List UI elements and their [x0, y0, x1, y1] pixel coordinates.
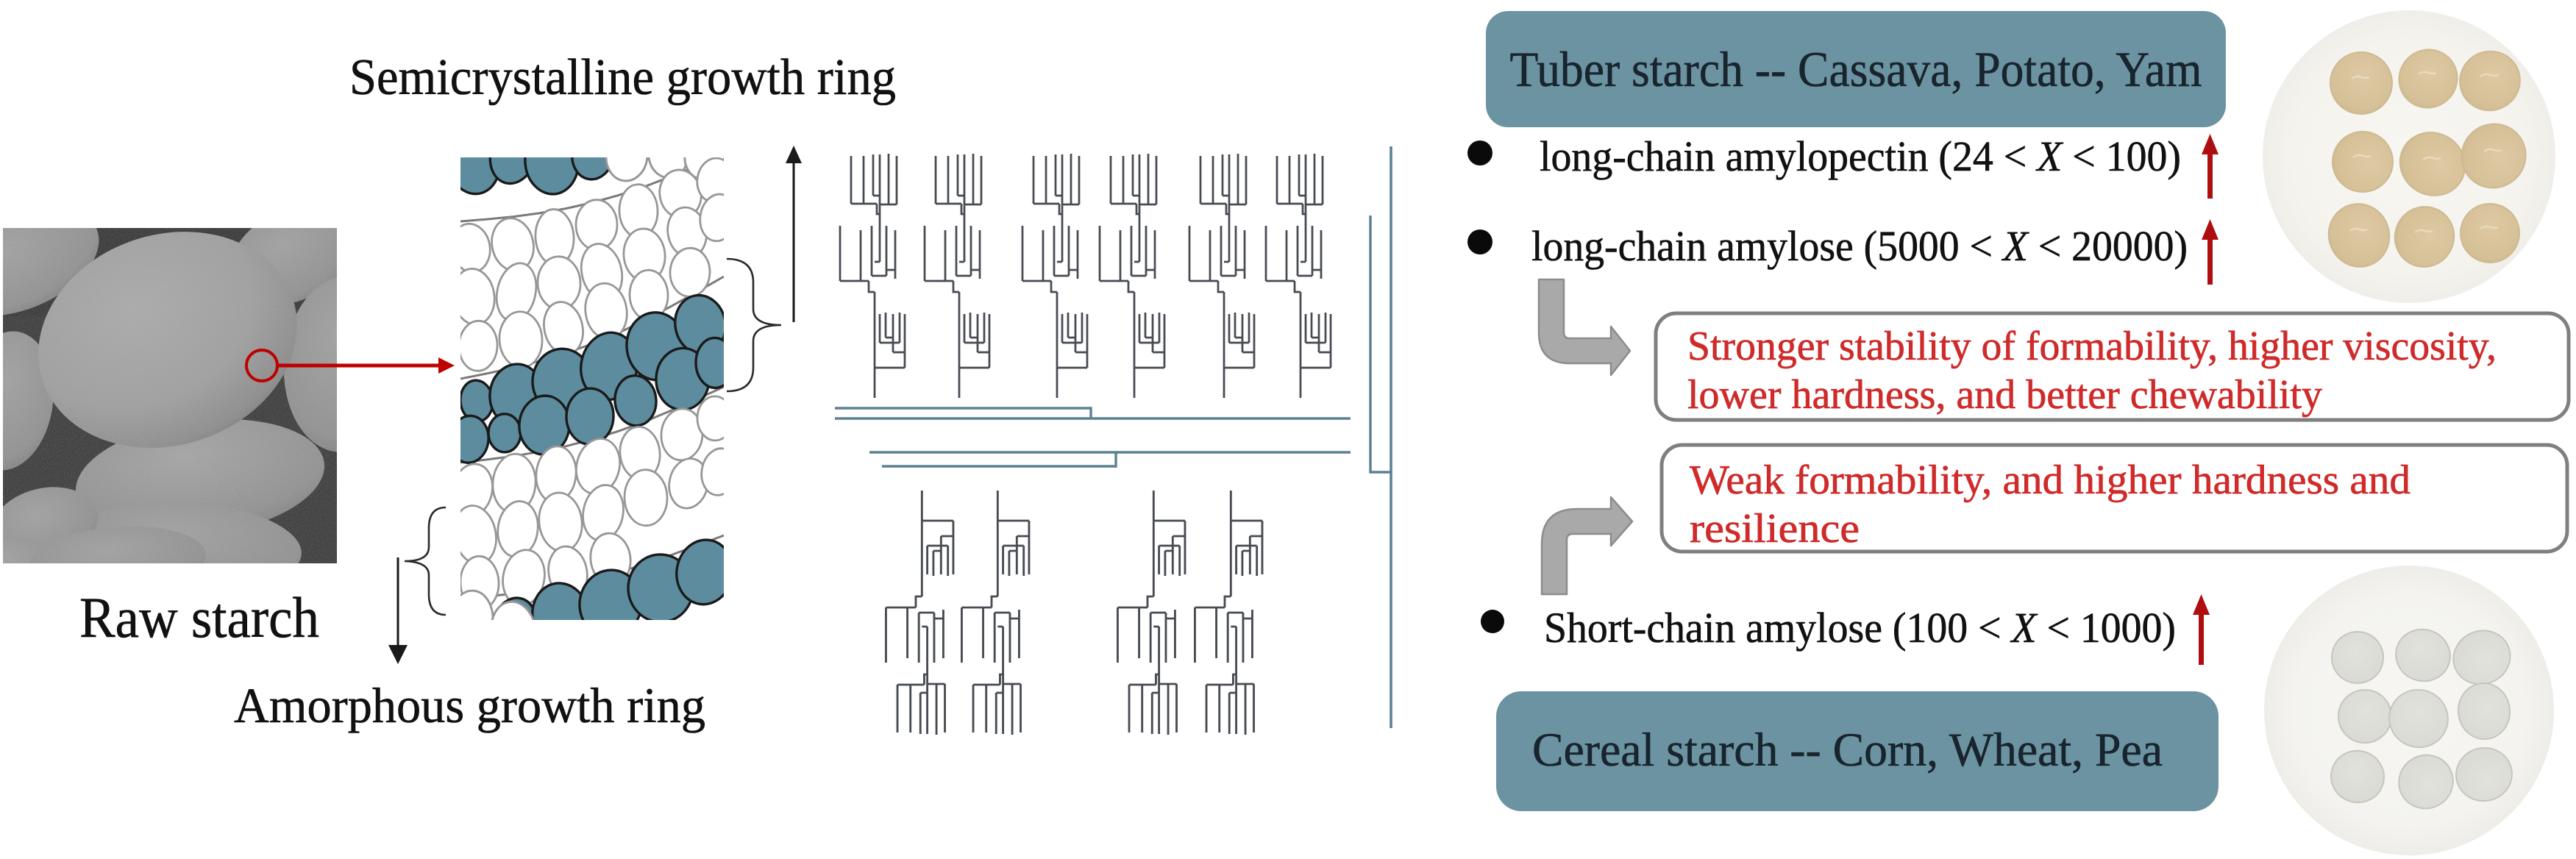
svg-text:Raw starch: Raw starch — [79, 585, 319, 649]
svg-text:lower hardness, and better che: lower hardness, and better chewability — [1687, 372, 2322, 418]
svg-text:Short-chain amylose (100 < X <: Short-chain amylose (100 < X < 1000) — [1544, 604, 2176, 652]
svg-text:Semicrystalline growth ring: Semicrystalline growth ring — [349, 49, 896, 106]
svg-text:Stronger stability of formabil: Stronger stability of formability, highe… — [1687, 324, 2497, 369]
svg-text:Tuber starch -- Cassava, Potat: Tuber starch -- Cassava, Potato, Yam — [1510, 41, 2202, 97]
svg-text:Cereal starch -- Corn, Wheat,: Cereal starch -- Corn, Wheat, Pea — [1532, 724, 2163, 777]
svg-text:Amorphous growth ring: Amorphous growth ring — [234, 677, 705, 733]
svg-text:resilience: resilience — [1690, 506, 1860, 552]
svg-text:long-chain amylopectin (24 < X: long-chain amylopectin (24 < X < 100) — [1540, 132, 2181, 180]
svg-text:long-chain amylose (5000 < X <: long-chain amylose (5000 < X < 20000) — [1531, 222, 2188, 270]
svg-text:Weak formability, and higher h: Weak formability, and higher hardness an… — [1690, 457, 2410, 503]
